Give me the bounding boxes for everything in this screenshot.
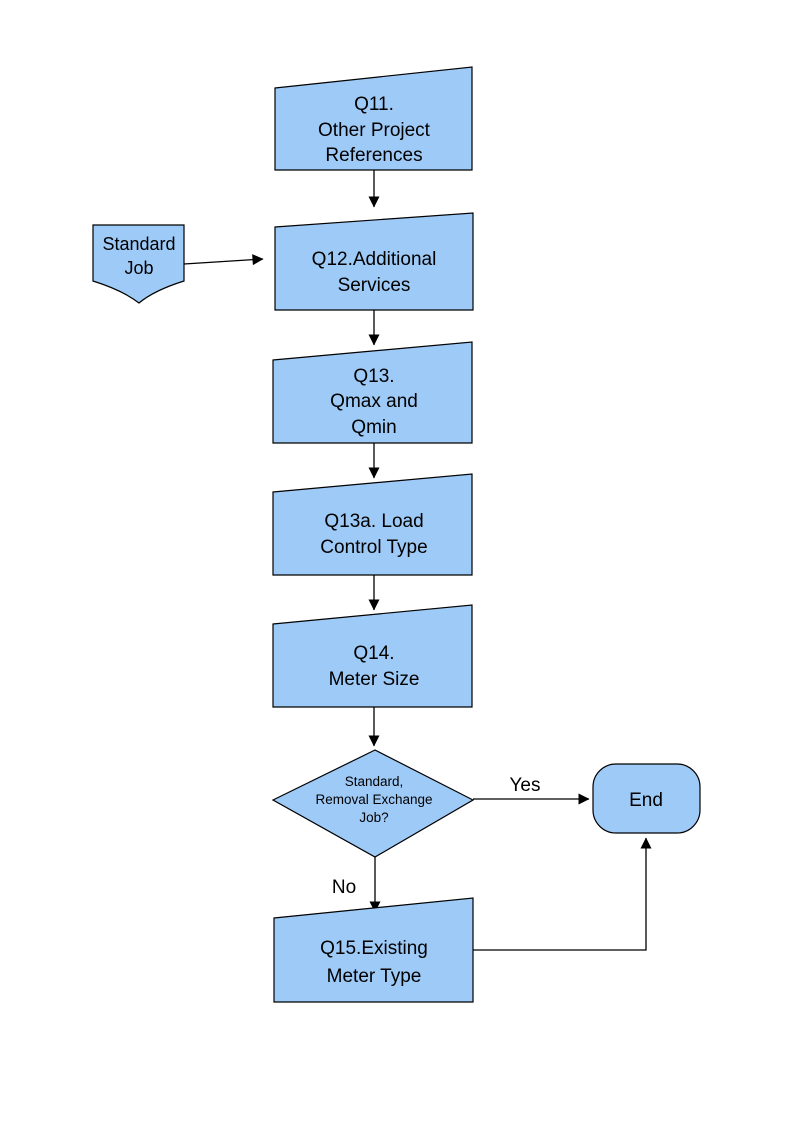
node-q13a-load-control-type: Q13a. Load Control Type — [272, 473, 473, 576]
node-decision-line1: Standard, — [345, 774, 404, 789]
manual-input-shape — [272, 473, 473, 576]
node-decision-line3: Job? — [359, 810, 388, 825]
node-q12-line2: Services — [338, 275, 411, 296]
node-q13-qmax-and-qmin: Q13. Qmax and Qmin — [272, 341, 473, 444]
node-q14-line1: Q14. — [353, 643, 394, 664]
node-q13a-line2: Control Type — [320, 537, 427, 558]
arrow-standard-job-to-q12 — [183, 254, 264, 266]
node-q15-line1: Q15.Existing — [320, 938, 428, 959]
node-q11-line1: Q11. — [354, 94, 394, 115]
node-end-line1: End — [629, 790, 663, 811]
node-standard-job: Standard Job — [92, 224, 185, 304]
terminator-shape — [592, 763, 701, 834]
node-q12-line1: Q12.Additional — [312, 249, 437, 270]
edge-label-yes: Yes — [510, 775, 541, 796]
manual-input-shape — [274, 66, 473, 171]
node-q14-meter-size: Q14. Meter Size — [272, 604, 473, 708]
manual-input-shape — [272, 604, 473, 708]
node-q14-line2: Meter Size — [329, 669, 420, 690]
node-end: End — [592, 763, 701, 834]
node-q11-line3: References — [325, 145, 422, 166]
node-q13-line2: Qmax and — [330, 391, 418, 412]
node-q13-line3: Qmin — [351, 417, 396, 438]
edges: Yes No — [183, 170, 652, 951]
manual-input-shape — [272, 341, 473, 444]
node-q12-additional-services: Q12.Additional Services — [274, 212, 474, 311]
decision-diamond-shape — [271, 749, 475, 858]
node-q13a-line1: Q13a. Load — [324, 511, 423, 532]
manual-input-shape — [273, 897, 474, 1003]
edge-label-no: No — [332, 877, 356, 898]
arrow-q15-to-end — [473, 837, 652, 951]
node-q11-line2: Other Project — [318, 120, 431, 141]
off-page-connector-shape — [92, 224, 185, 304]
node-standard-job-line1: Standard — [102, 234, 175, 254]
node-q11-other-project-references: Q11. Other Project References — [274, 66, 473, 171]
manual-input-shape — [274, 212, 474, 311]
node-standard-job-line2: Job — [124, 258, 153, 278]
node-decision-standard-removal-exchange-job: Standard, Removal Exchange Job? — [271, 749, 475, 858]
node-q15-line2: Meter Type — [327, 966, 422, 987]
node-decision-line2: Removal Exchange — [315, 792, 432, 807]
node-q13-line1: Q13. — [353, 366, 394, 387]
node-q15-existing-meter-type: Q15.Existing Meter Type — [273, 897, 474, 1003]
